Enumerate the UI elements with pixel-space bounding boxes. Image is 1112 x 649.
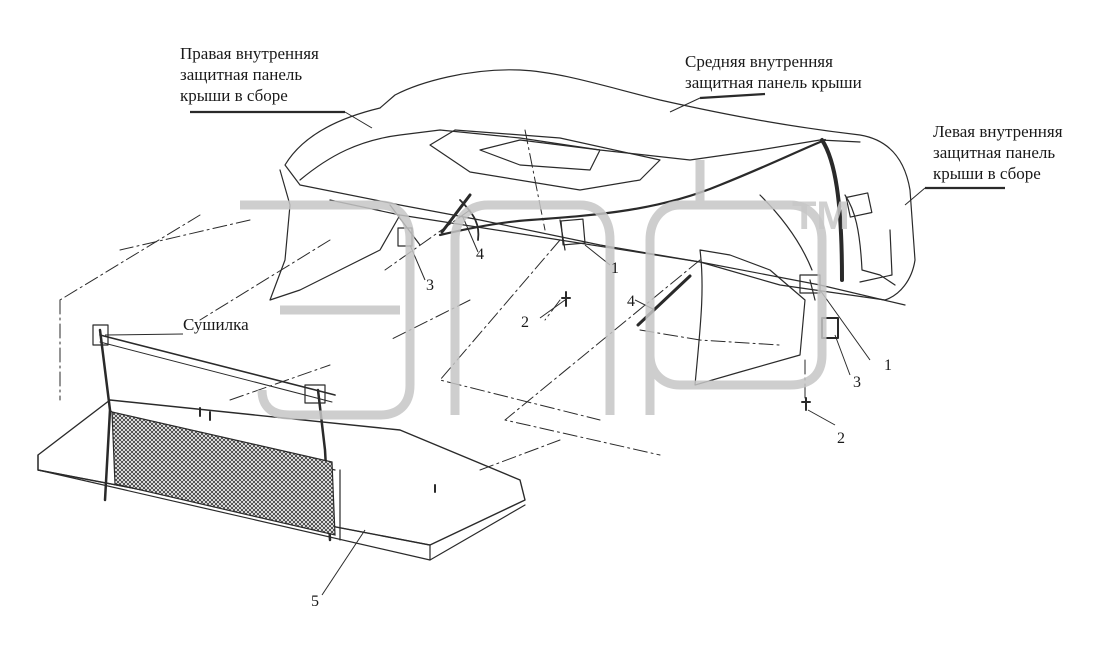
callout-2-right: 2 — [521, 314, 529, 331]
bracket-1-right — [560, 218, 586, 246]
callout-2-left: 2 — [837, 430, 845, 447]
callout-5: 5 — [311, 593, 319, 610]
leader-lines — [104, 92, 1005, 596]
roof-center-recess — [429, 129, 661, 191]
dryer-tray-front — [37, 454, 526, 561]
bolt-2-left — [801, 397, 811, 411]
dryer-rivets — [199, 407, 436, 493]
callout-3-left: 3 — [853, 374, 861, 391]
roof-panel-ridge — [299, 129, 861, 181]
callout-1-left: 1 — [884, 357, 892, 374]
construction-lines — [59, 129, 806, 471]
roof-panel-lower-rim — [329, 199, 906, 306]
callout-4-right: 4 — [476, 246, 484, 263]
dryer-hanger-bar — [99, 334, 336, 396]
label-dryer: Сушилка — [183, 315, 249, 334]
label-right-roof-panel: Правая внутренняя защитная панель крыши … — [180, 44, 319, 105]
wire-harness — [438, 138, 827, 237]
dryer-hanger-left — [98, 328, 112, 502]
callout-4-left: 4 — [627, 293, 635, 310]
watermark-tm: TM — [792, 194, 850, 238]
watermark-logo — [240, 160, 827, 420]
callout-3-right: 3 — [426, 277, 434, 294]
label-middle-roof-panel: Средняя внутренняя защитная панель крыши — [685, 52, 862, 92]
dryer-mesh — [111, 411, 336, 536]
bolt-2-right — [561, 291, 571, 307]
roof-panel-outline — [284, 69, 916, 301]
roof-side-wall-right — [269, 169, 401, 301]
callout-1-right: 1 — [611, 260, 619, 277]
strut-4-right — [440, 193, 472, 234]
roof-side-wall-left — [694, 249, 806, 386]
label-left-roof-panel: Левая внутренняя защитная панель крыши в… — [933, 122, 1063, 183]
